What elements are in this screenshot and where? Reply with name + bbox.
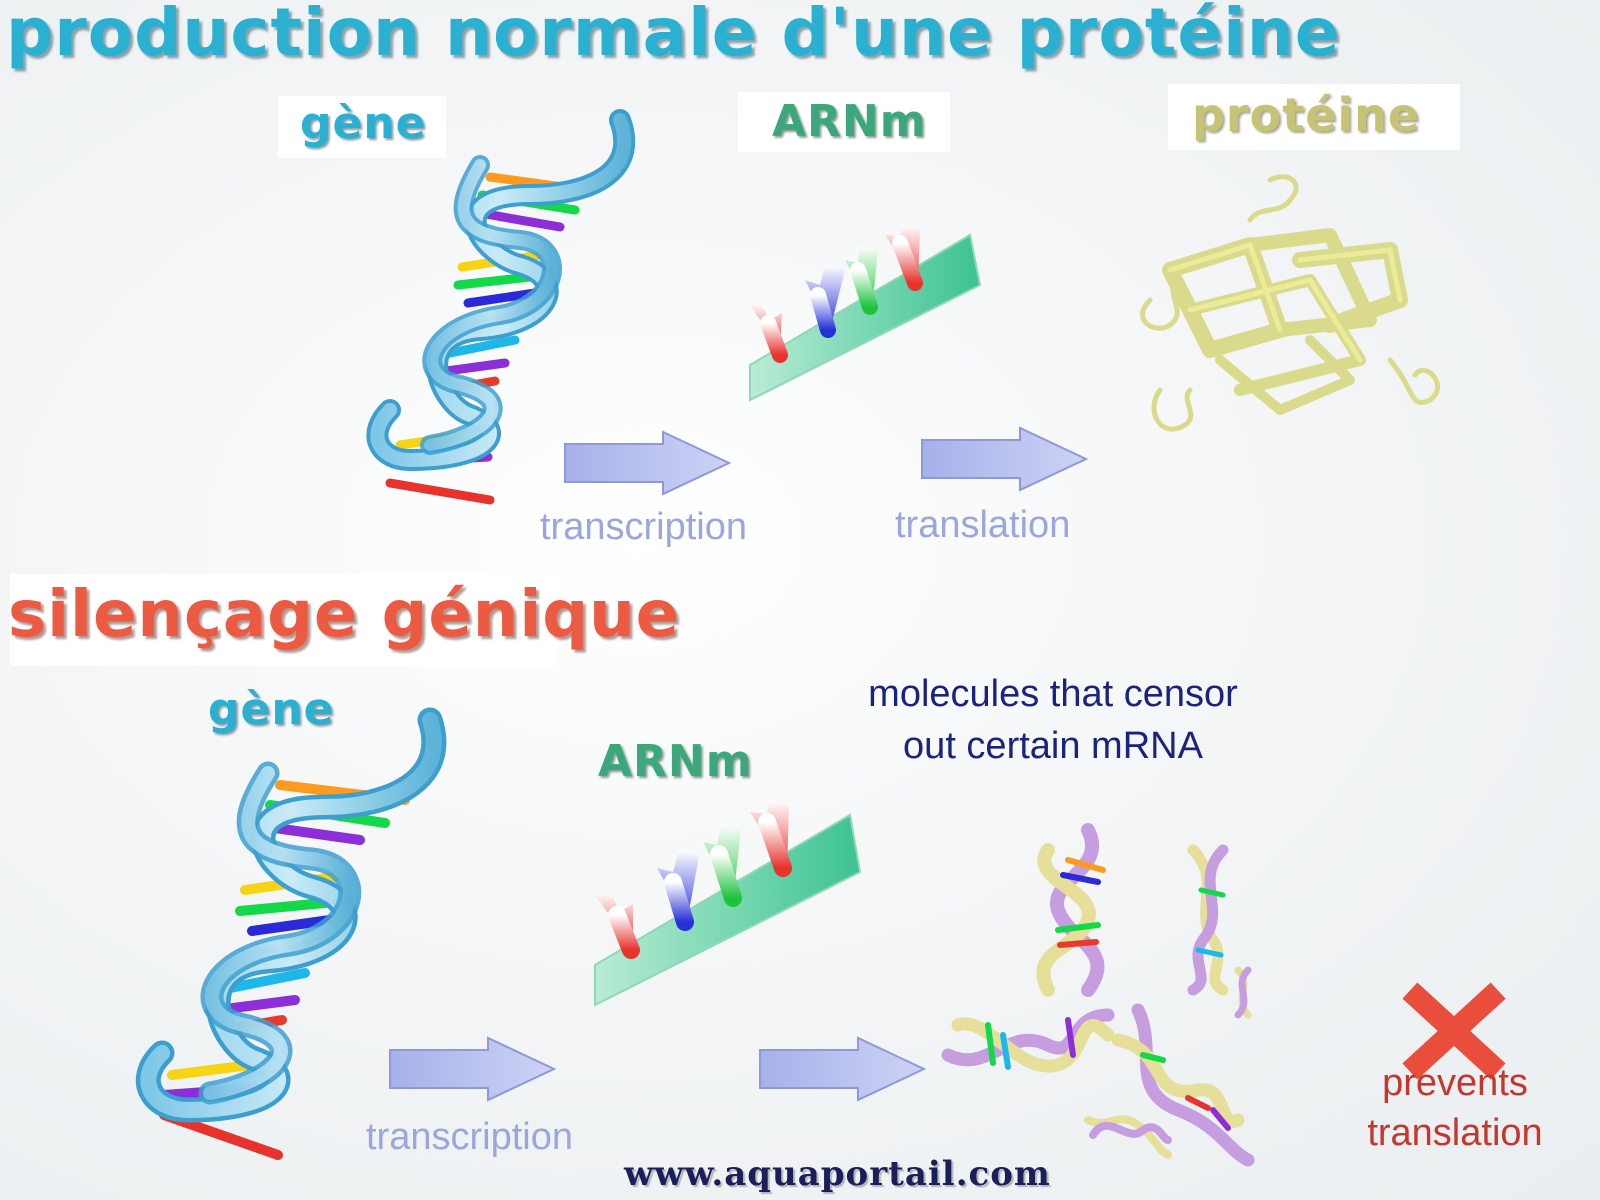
protein-label: protéine — [1192, 88, 1421, 142]
dna-helix-bottom — [135, 707, 447, 1160]
title-normal-production: production normale d'une protéine — [6, 0, 1341, 71]
arn-label-box-top — [738, 92, 950, 152]
molecules-note-line2: out certain mRNA — [903, 725, 1203, 767]
molecules-note-line1: molecules that censor — [868, 673, 1238, 715]
molecules-note: molecules that censor out certain mRNA — [858, 668, 1248, 772]
transcription-label-top: transcription — [540, 506, 747, 548]
arrow-translation-top — [921, 426, 1089, 492]
gene-label-box-top — [278, 96, 446, 158]
translation-label-top: translation — [895, 504, 1071, 546]
website-watermark[interactable]: www.aquaportail.com — [624, 1154, 1051, 1194]
mrna-strand-top — [749, 225, 982, 402]
arrow-transcription-top — [564, 430, 732, 496]
prevents-translation-note: prevents translation — [1350, 1058, 1560, 1158]
protein-label-box — [1168, 84, 1460, 150]
censoring-molecules — [941, 823, 1255, 1167]
title-gene-silencing: silençage génique — [8, 578, 681, 652]
protein-structure — [1140, 174, 1440, 432]
arrow-transcription-bottom — [389, 1036, 557, 1102]
dna-helix-top — [366, 109, 636, 505]
mrna-strand-bottom — [594, 800, 862, 1007]
cross-icon — [1402, 982, 1506, 1080]
transcription-label-bottom: transcription — [366, 1116, 573, 1158]
silence-title-box — [10, 574, 558, 666]
prevents-line2: translation — [1367, 1112, 1543, 1154]
gene-label-bottom: gène — [208, 684, 335, 735]
arn-label-bottom: ARNm — [598, 736, 753, 787]
prevents-line1: prevents — [1382, 1062, 1528, 1104]
arrow-translation-bottom — [759, 1036, 927, 1102]
arn-label-top: ARNm — [772, 96, 927, 147]
gene-label-top: gène — [300, 98, 427, 149]
